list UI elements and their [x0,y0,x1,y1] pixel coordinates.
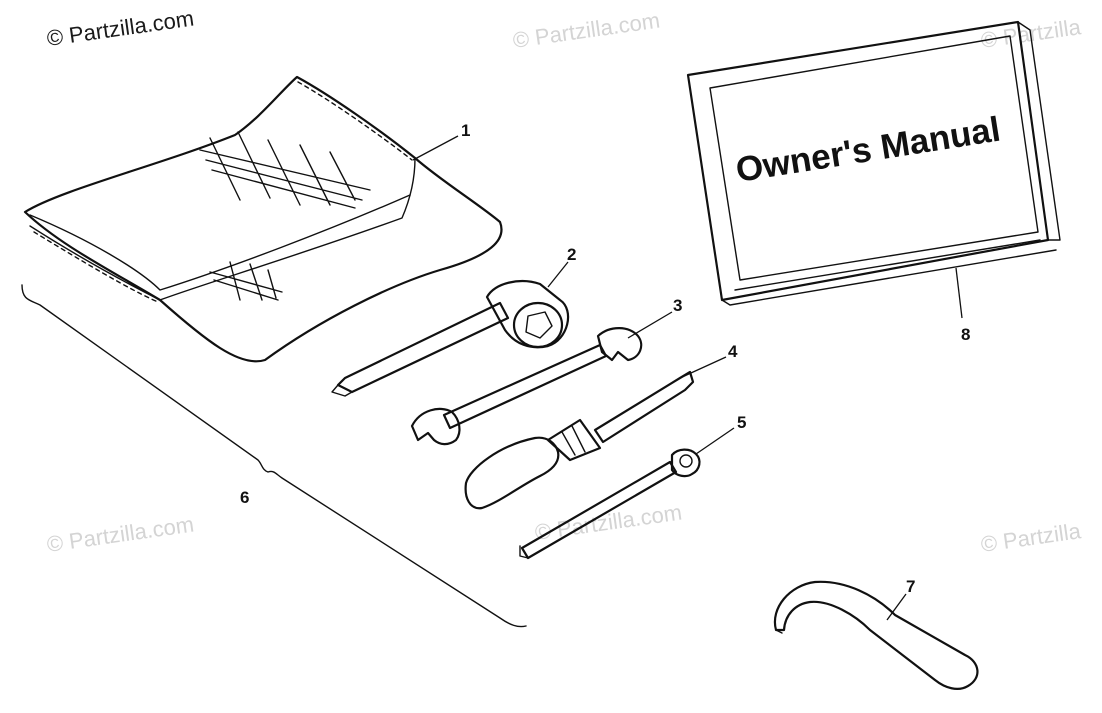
callout-6: 6 [240,488,249,507]
watermark-top-left: © Partzilla.com [45,6,195,51]
callout-leaders [412,135,963,621]
manual-title: Owner's Manual [733,110,1003,190]
spanner-wrench [773,580,979,690]
callout-2: 2 [567,245,576,264]
watermark-top-center: © Partzilla.com [511,8,661,53]
callout-1: 1 [461,121,470,140]
watermark-mid-left: © Partzilla.com [45,512,195,557]
callout-3: 3 [673,296,682,315]
callout-5: 5 [737,413,746,432]
tool-pouch [23,75,503,363]
screwdriver [464,370,695,510]
kit-bracket [21,284,527,628]
owners-manual [686,20,1061,306]
combination-wrench [410,327,643,446]
watermark-mid-center: © Partzilla.com [533,500,683,545]
callout-7: 7 [906,577,915,596]
callout-8: 8 [961,325,970,344]
hex-key [519,448,701,560]
socket-wrench [331,280,570,397]
callout-4: 4 [728,342,738,361]
watermark-mid-right: © Partzilla [979,518,1083,557]
